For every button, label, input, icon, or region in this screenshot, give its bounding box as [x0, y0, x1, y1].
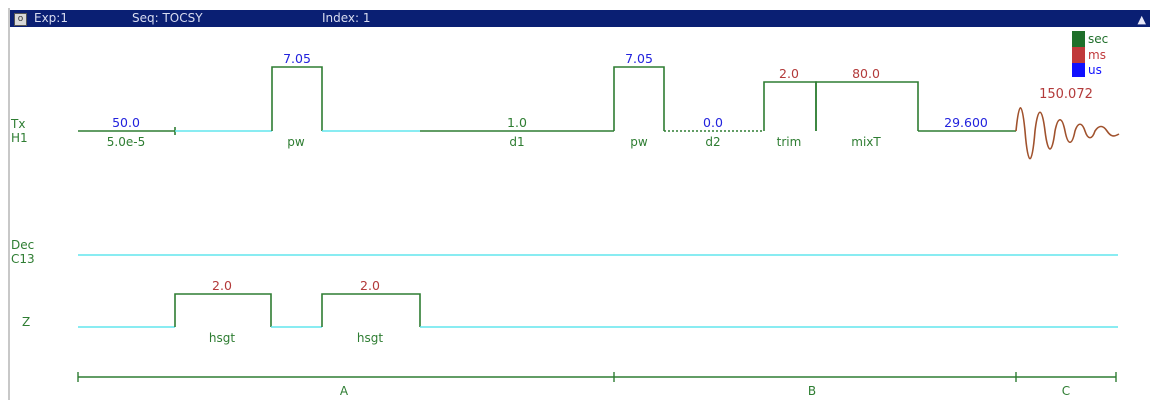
z-gradient-1 — [174, 293, 272, 327]
channel-h1-label: H1 — [11, 131, 28, 145]
tx-d2-name: d2 — [705, 135, 720, 149]
z-channel — [78, 293, 1118, 328]
tx-d2-value: 0.0 — [703, 115, 723, 130]
sequence-label: Seq: TOCSY — [132, 11, 203, 25]
segment-b-label: B — [808, 384, 816, 398]
channel-dec-label: Dec — [11, 238, 34, 252]
segment-ruler — [77, 372, 1117, 382]
pin-icon[interactable]: ▲ — [1137, 13, 1146, 26]
tx-pw-1-name: pw — [287, 135, 305, 149]
pulse-sequence-panel — [8, 8, 1148, 400]
title-bar: o Exp:1 Seq: TOCSY Index: 1 ▲ — [10, 10, 1150, 27]
z-gradient-1-name: hsgt — [209, 331, 235, 345]
tx-acq-time-value: 150.072 — [1039, 87, 1093, 102]
legend-sec-swatch — [1072, 31, 1085, 47]
tx-delay-1-value: 50.0 — [112, 115, 140, 130]
legend-ms-label: ms — [1088, 48, 1106, 62]
legend-sec-label: sec — [1088, 32, 1108, 46]
tx-d1-value: 1.0 — [507, 115, 527, 130]
tx-trim-name: trim — [777, 135, 802, 149]
tx-pw-2-value: 7.05 — [625, 51, 653, 66]
channel-c13-label: C13 — [11, 252, 35, 266]
z-gradient-2-value: 2.0 — [360, 278, 380, 293]
tx-d1-name: d1 — [509, 135, 524, 149]
tx-fid-waveform — [1015, 107, 1120, 160]
z-gradient-2-name: hsgt — [357, 331, 383, 345]
tx-pulse-trim — [763, 81, 817, 131]
channel-tx-label: Tx — [10, 117, 25, 131]
tx-trim-value: 2.0 — [779, 66, 799, 81]
tx-pulse-pw-1 — [271, 66, 323, 131]
tx-mix-value: 80.0 — [852, 66, 880, 81]
close-box-icon[interactable]: o — [14, 13, 27, 26]
tx-pw-1-value: 7.05 — [283, 51, 311, 66]
segment-a-label: A — [340, 384, 349, 398]
index-label: Index: 1 — [322, 11, 371, 25]
tx-mix-name: mixT — [851, 135, 881, 149]
legend-us-swatch — [1072, 63, 1085, 77]
z-gradient-2 — [321, 293, 421, 327]
z-gradient-1-value: 2.0 — [212, 278, 232, 293]
segment-c-label: C — [1062, 384, 1070, 398]
exp-label: Exp:1 — [34, 11, 68, 25]
tx-pw-2-name: pw — [630, 135, 648, 149]
tx-pulse-mix — [815, 81, 919, 131]
tx-acq-delay-value: 29.600 — [944, 115, 988, 130]
tx-h1-channel — [78, 66, 1120, 160]
tx-delay-1-name: 5.0e-5 — [107, 135, 145, 149]
legend-ms-swatch — [1072, 47, 1085, 63]
legend-us-label: us — [1088, 63, 1102, 77]
tx-pulse-pw-2 — [613, 66, 665, 131]
channel-z-label: Z — [22, 315, 30, 329]
